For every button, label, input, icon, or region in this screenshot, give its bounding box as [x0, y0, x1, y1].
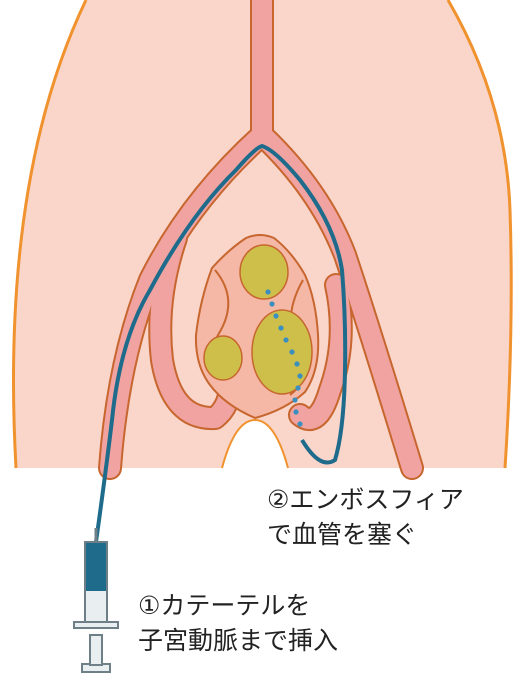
step2-line2: で血管を塞ぐ — [267, 517, 464, 552]
syringe-fluid — [86, 543, 106, 591]
embolic-bead — [295, 385, 300, 390]
embolic-bead — [294, 361, 299, 366]
step2-caption: ②エンボスフィア で血管を塞ぐ — [267, 482, 464, 552]
embolic-bead — [269, 301, 274, 306]
fibroid-left — [204, 336, 242, 380]
syringe-plunger — [90, 635, 102, 665]
syringe-icon — [74, 528, 118, 672]
fibroid-top — [240, 245, 288, 299]
step1-caption: ①カテーテルを 子宮動脈まで挿入 — [138, 588, 338, 658]
embolic-bead — [297, 373, 302, 378]
embolic-bead — [278, 325, 283, 330]
step1-line2: 子宮動脈まで挿入 — [138, 623, 338, 658]
embolic-bead — [292, 397, 297, 402]
fibroid-right — [252, 310, 312, 394]
embolic-bead — [293, 409, 298, 414]
embolic-bead — [265, 289, 270, 294]
embolic-bead — [297, 421, 302, 426]
step2-line1: ②エンボスフィア — [267, 482, 464, 517]
embolic-bead — [273, 313, 278, 318]
embolic-bead — [289, 349, 294, 354]
syringe-flange — [74, 622, 118, 628]
embolic-bead — [283, 337, 288, 342]
step1-line1: ①カテーテルを — [138, 588, 338, 623]
